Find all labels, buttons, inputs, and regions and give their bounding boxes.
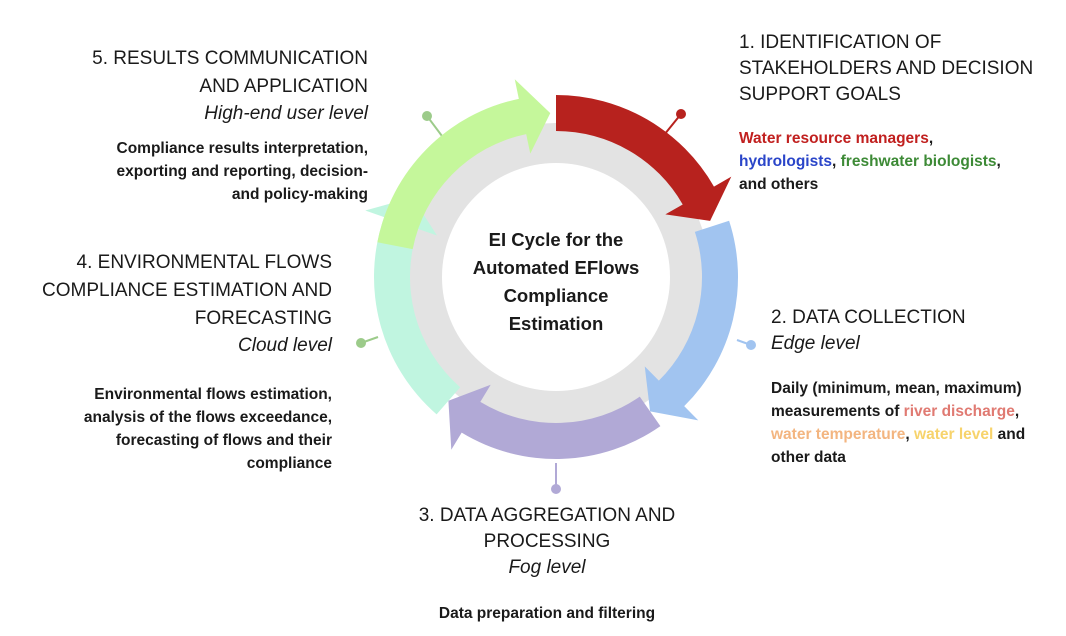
center-line-1: EI Cycle for the [488,229,624,250]
stage-5-desc-line: exporting and reporting, decision- [116,163,368,180]
inner-ring [402,123,710,431]
stage-1-description: Water resource managers, hydrologists, f… [739,127,1059,196]
stage-2-title: 2. DATA COLLECTION [771,307,966,328]
stage-3-description: Data preparation and filtering [438,605,656,622]
stage-2-arrow [644,220,738,421]
stakeholder-hydrologists: hydrologists [739,153,833,170]
measure-water-temperature: water temperature [771,426,906,443]
stage-5-arrow [377,79,551,250]
stage-4-title-line: COMPLIANCE ESTIMATION AND [42,280,332,301]
stage-5-title-line: AND APPLICATION [199,76,368,97]
stage-2-desc-text: and [993,426,1026,443]
connector-stage-4 [356,336,379,348]
connector-stage-3 [551,463,561,494]
separator: , [905,426,915,443]
stage-4-desc-line: compliance [246,455,332,472]
stage-4-desc-line: Environmental flows estimation, [94,386,332,403]
stage-4-arrow [365,197,461,415]
stakeholder-freshwater-biologists: freshwater biologists [840,153,997,170]
stage-2-description: Daily (minimum, mean, maximum) measureme… [771,377,1061,469]
stage-1-title-line: 1. IDENTIFICATION OF [739,32,942,53]
stage-4-desc-line: analysis of the flows exceedance, [83,409,332,426]
stage-4-title-line: 4. ENVIRONMENTAL FLOWS [76,252,332,273]
stage-4-block: 4. ENVIRONMENTAL FLOWS COMPLIANCE ESTIMA… [10,249,332,475]
stage-4-desc-line: forecasting of flows and their [115,432,332,449]
center-line-2: Automated EFlows [472,257,640,278]
stage-5-desc-line: and policy-making [231,186,368,203]
stage-1-title-line: STAKEHOLDERS AND DECISION [739,58,1034,79]
stage-3-title: 3. DATA AGGREGATION AND PROCESSING [397,503,697,555]
stage-2-desc-line: Daily (minimum, mean, maximum) [771,380,1022,397]
stage-2-block: 2. DATA COLLECTION Edge level Daily (min… [771,305,1061,469]
separator: , [996,153,1001,170]
stage-1-title-line: SUPPORT GOALS [739,84,901,105]
stage-5-desc-line: Compliance results interpretation, [116,140,369,157]
stage-2-level: Edge level [771,333,860,354]
connector-stage-5 [422,111,443,137]
stage-1-arrow [556,95,732,221]
stage-4-level: Cloud level [238,335,332,356]
stage-4-title: 4. ENVIRONMENTAL FLOWS COMPLIANCE ESTIMA… [10,249,332,333]
center-line-3: Compliance [503,285,609,306]
center-line-4: Estimation [508,313,604,334]
separator: , [928,130,934,147]
stage-3-block: 3. DATA AGGREGATION AND PROCESSING Fog l… [397,503,697,625]
stage-5-level: High-end user level [204,103,368,124]
measure-other-data: other data [771,449,846,466]
stage-5-block: 5. RESULTS COMMUNICATION AND APPLICATION… [40,45,368,206]
stage-3-arrow [448,384,661,459]
separator: , [832,153,841,170]
connector-stage-2 [736,339,756,350]
stage-3-title-line: PROCESSING [483,531,611,552]
measure-river-discharge: river discharge [903,403,1015,420]
stakeholder-others: and others [739,176,819,193]
stage-5-description: Compliance results interpretation, expor… [40,137,369,206]
stage-1-title: 1. IDENTIFICATION OF STAKEHOLDERS AND DE… [739,30,1059,108]
stage-1-block: 1. IDENTIFICATION OF STAKEHOLDERS AND DE… [739,30,1059,196]
stage-4-title-line: FORECASTING [194,308,332,329]
stakeholder-water-resource-managers: Water resource managers [739,130,929,147]
separator: , [1014,403,1020,420]
stage-3-title-line: 3. DATA AGGREGATION AND [418,505,676,526]
center-title: EI Cycle for the Automated EFlows Compli… [456,226,656,338]
stage-4-description: Environmental flows estimation, analysis… [10,383,332,475]
stage-5-title: 5. RESULTS COMMUNICATION AND APPLICATION [40,45,368,101]
measure-water-level: water level [914,426,994,443]
stage-2-desc-text: measurements of [771,403,904,420]
stage-3-level: Fog level [508,557,586,578]
stage-5-title-line: 5. RESULTS COMMUNICATION [92,48,368,69]
